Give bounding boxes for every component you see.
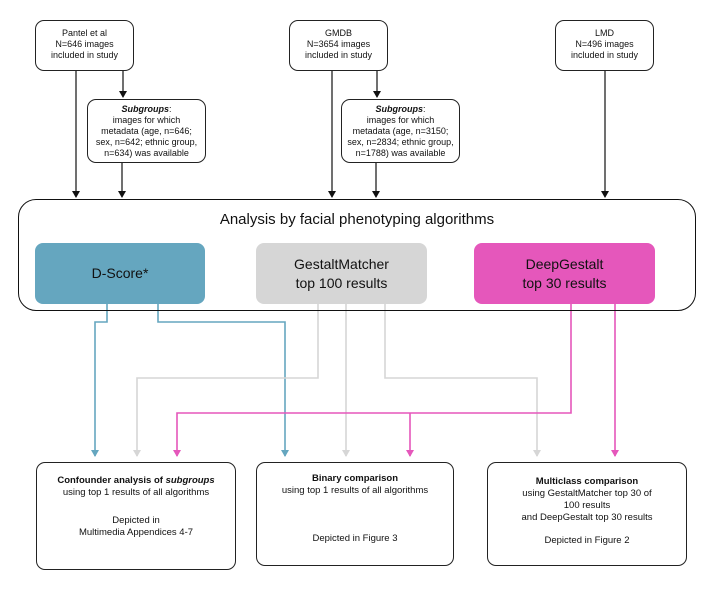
algorithm-sublabel: top 30 results bbox=[522, 274, 607, 291]
source-box-lmd: LMD N=496 images included in study bbox=[555, 20, 654, 71]
algorithm-label: GestaltMatcher bbox=[294, 255, 389, 272]
source-line: N=3654 images bbox=[306, 39, 371, 49]
algorithm-box-gestaltmatcher: GestaltMatcher top 100 results bbox=[256, 243, 427, 304]
dscore-to-confounder bbox=[91, 304, 108, 457]
subgroups-line: images for which bbox=[112, 115, 181, 125]
source-line: GMDB bbox=[325, 28, 352, 38]
subgroups-line: metadata (age, n=3150; bbox=[352, 126, 449, 136]
output-title: Confounder analysis of subgroups bbox=[37, 475, 235, 487]
subgroups-box-gmdb: Subgroups: images for which metadata (ag… bbox=[341, 99, 460, 163]
output-subtitle: using GestaltMatcher top 30 of bbox=[522, 488, 652, 499]
black-arrows bbox=[72, 71, 609, 198]
source-line: included in study bbox=[570, 50, 639, 60]
subgroups-title: Subgroups bbox=[375, 104, 423, 114]
output-box-confounder: Confounder analysis of subgroups using t… bbox=[36, 462, 236, 570]
source-line: included in study bbox=[50, 50, 119, 60]
output-box-multiclass: Multiclass comparison using GestaltMatch… bbox=[487, 462, 687, 566]
subgroups-colon: : bbox=[422, 104, 426, 114]
source-line: LMD bbox=[594, 28, 614, 38]
output-title: Multiclass comparison bbox=[535, 476, 639, 487]
deepgestalt-to-confounder bbox=[173, 304, 572, 457]
algorithm-box-deepgestalt: DeepGestalt top 30 results bbox=[474, 243, 655, 304]
dscore-to-binary bbox=[157, 304, 289, 457]
source-line: included in study bbox=[304, 50, 373, 60]
algorithm-sublabel: top 100 results bbox=[295, 274, 388, 291]
subgroups-title: Subgroups bbox=[121, 104, 169, 114]
subgroups-line: n=634) was available bbox=[104, 148, 189, 158]
deepgestalt-connectors bbox=[173, 304, 619, 457]
output-subtitle: using top 1 results of all algorithms bbox=[62, 487, 210, 498]
subgroups-heading: Subgroups: bbox=[342, 104, 459, 115]
output-depicted: Depicted in bbox=[112, 515, 160, 526]
subgroups-heading: Subgroups: bbox=[88, 104, 205, 115]
gestaltmatcher-to-confounder bbox=[133, 304, 319, 457]
subgroups-line: sex, n=2834; ethnic group, bbox=[347, 137, 454, 147]
subgroups-line: metadata (age, n=646; bbox=[101, 126, 192, 136]
output-subtitle: 100 results bbox=[563, 500, 611, 511]
subgroups-box-pantel: Subgroups: images for which metadata (ag… bbox=[87, 99, 206, 163]
source-box-gmdb: GMDB N=3654 images included in study bbox=[289, 20, 388, 71]
output-subtitle: using top 1 results of all algorithms bbox=[281, 485, 429, 496]
algorithm-label: D-Score* bbox=[91, 265, 149, 281]
output-title-text: Confounder analysis of bbox=[57, 475, 166, 486]
output-depicted: Depicted in Figure 2 bbox=[544, 535, 630, 546]
dscore-connectors bbox=[91, 304, 289, 457]
source-line: N=646 images bbox=[55, 39, 114, 49]
subgroups-line: n=1788) was available bbox=[355, 148, 446, 158]
analysis-title: Analysis by facial phenotyping algorithm… bbox=[219, 211, 495, 228]
output-title-italic: subgroups bbox=[165, 475, 215, 486]
algorithm-label: DeepGestalt bbox=[525, 255, 604, 272]
source-line: Pantel et al bbox=[61, 28, 108, 38]
algorithm-box-dscore: D-Score* bbox=[35, 243, 205, 304]
subgroups-line: images for which bbox=[366, 115, 435, 125]
output-depicted: Depicted in Figure 3 bbox=[312, 533, 398, 544]
output-subtitle: and DeepGestalt top 30 results bbox=[521, 512, 653, 523]
subgroups-line: sex, n=642; ethnic group, bbox=[95, 137, 198, 147]
subgroups-colon: : bbox=[168, 104, 172, 114]
source-box-pantel: Pantel et al N=646 images included in st… bbox=[35, 20, 134, 71]
source-line: N=496 images bbox=[575, 39, 634, 49]
output-depicted: Multimedia Appendices 4-7 bbox=[78, 527, 194, 538]
analysis-container bbox=[18, 199, 696, 311]
output-title: Binary comparison bbox=[311, 473, 399, 484]
gestaltmatcher-to-multiclass bbox=[384, 304, 541, 457]
gestaltmatcher-connectors bbox=[133, 304, 541, 457]
output-box-binary: Binary comparison using top 1 results of… bbox=[256, 462, 454, 566]
